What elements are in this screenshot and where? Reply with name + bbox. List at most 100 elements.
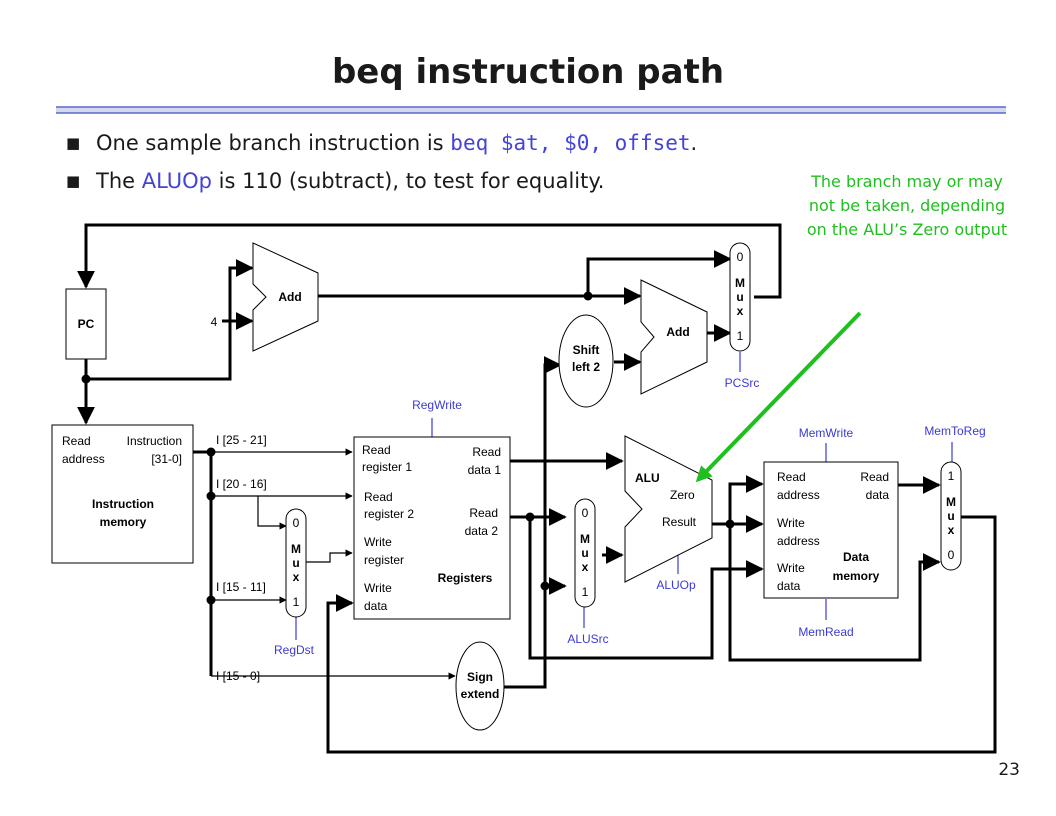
reg-write-reg-label-1: Write: [364, 535, 392, 549]
reg-read-reg2-label-1: Read: [364, 490, 393, 504]
ctl-regwrite-label: RegWrite: [412, 398, 462, 412]
registers-name: Registers: [438, 571, 493, 585]
bullet-1: ■ One sample branch instruction is beq $a…: [66, 131, 697, 155]
ctl-memwrite-label: MemWrite: [799, 426, 854, 440]
slide-title: beq instruction path: [331, 52, 725, 92]
bullet-2-text-before: The: [96, 169, 142, 193]
imem-read-label-1: Read: [62, 434, 91, 448]
mux-regdst-input-1: 1: [293, 595, 300, 609]
mux-pcsrc: 0 M u x 1: [729, 242, 751, 352]
bullet-1-text-after: .: [690, 131, 698, 155]
dmem-write-address-label-2: address: [777, 534, 820, 548]
sign-extend-label-2: extend: [461, 687, 500, 701]
reg-read-reg1-label-2: register 1: [362, 460, 412, 474]
ctl-alusrc-label: ALUSrc: [567, 632, 608, 646]
shift-label-1: Shift: [573, 343, 600, 357]
bullet-1-text-before: One sample branch instruction is: [96, 131, 451, 155]
bullet-square-icon: ■: [66, 172, 81, 190]
pc-adder-label: Add: [278, 290, 301, 304]
ctl-aluop-label: ALUOp: [656, 578, 696, 592]
pc-label: PC: [78, 317, 95, 331]
sign-extend-label-1: Sign: [467, 670, 493, 684]
wire-rt-mux: [257, 496, 287, 530]
mux-alusrc-input-0: 0: [582, 506, 589, 520]
wire-writeback: [326, 515, 997, 754]
mux-pcsrc-input-1: 1: [737, 329, 744, 343]
mux-pcsrc-letter-m: M: [735, 276, 745, 290]
dmem-name-2: memory: [833, 569, 880, 583]
wire-sign-extend-out: [503, 577, 567, 689]
branch-callout: The branch may or may not be taken, depe…: [806, 172, 1008, 239]
field-rd-label: I [15 - 11]: [216, 580, 266, 594]
imem-instruction-label-1: Instruction: [127, 434, 182, 448]
page-number: 23: [998, 760, 1020, 780]
branch-adder: Add: [640, 279, 708, 395]
ctl-memread-label: MemRead: [798, 625, 853, 639]
dmem-read-address-label-2: address: [777, 488, 820, 502]
bullet-2-keyword: ALUOp: [141, 169, 212, 193]
mux-alusrc-input-1: 1: [582, 585, 589, 599]
mux-memtoreg: 1 M u x 0: [940, 461, 962, 571]
wire-pc-plus-4-mux: [586, 250, 732, 296]
reg-read-data2-label-2: data 2: [465, 524, 499, 538]
register-file: Read register 1 Read register 2 Write re…: [353, 436, 511, 620]
reg-read-data1-label-1: Read: [472, 445, 501, 459]
data-memory: Read address Write address Write data Re…: [763, 461, 899, 599]
dmem-write-address-label-1: Write: [777, 516, 805, 530]
field-imm-label: I [15 - 0]: [216, 669, 260, 683]
wire-write-reg: [306, 549, 353, 563]
mux-regdst-letter-u: u: [292, 556, 299, 570]
dmem-write-data-label-2: data: [777, 579, 801, 593]
mux-memtoreg-letter-x: x: [948, 523, 955, 537]
wire-sign-extend-shift: [543, 356, 562, 586]
mux-regdst-letter-x: x: [293, 570, 300, 584]
dmem-read-data-label-1: Read: [860, 470, 889, 484]
pc-adder: Add: [252, 242, 319, 352]
dmem-read-data-label-2: data: [866, 488, 890, 502]
wire-alu-result-addr: [728, 475, 764, 524]
alu-result-label: Result: [662, 515, 697, 529]
reg-read-reg2-label-2: register 2: [364, 507, 414, 521]
wire-pc-to-adder: [86, 259, 254, 381]
alu-zero-label: Zero: [670, 488, 695, 502]
mux-alusrc: 0 M u x 1: [574, 498, 596, 608]
callout-arrow: [695, 311, 862, 483]
bullet-2-text-after: is 110 (subtract), to test for equality.: [211, 169, 605, 193]
imem-read-label-2: address: [62, 452, 105, 466]
pc-register: PC: [65, 288, 107, 360]
mux-regdst-letter-m: M: [291, 542, 301, 556]
constant-four: 4: [211, 315, 218, 329]
mux-alusrc-letter-u: u: [581, 546, 588, 560]
imem-name-1: Instruction: [92, 497, 154, 511]
dmem-write-data-label-1: Write: [777, 561, 805, 575]
reg-read-reg1-label-1: Read: [362, 443, 391, 457]
reg-write-data-label-2: data: [364, 599, 388, 613]
mux-alusrc-letter-m: M: [580, 532, 590, 546]
mux-pcsrc-letter-u: u: [736, 290, 743, 304]
mux-memtoreg-input-1: 1: [948, 469, 955, 483]
imem-name-2: memory: [100, 515, 147, 529]
shift-label-2: left 2: [572, 360, 600, 374]
mux-alusrc-letter-x: x: [582, 560, 589, 574]
title-rule: [56, 106, 1006, 114]
bullet-1-code: beq $at, $0, offset: [450, 131, 691, 155]
wire-next-pc: [77, 223, 782, 299]
bullet-square-icon: ■: [66, 134, 81, 152]
reg-read-data2-label-1: Read: [469, 506, 498, 520]
branch-adder-label: Add: [666, 325, 689, 339]
mux-pcsrc-letter-x: x: [737, 304, 744, 318]
imem-instruction-label-2: [31-0]: [151, 452, 182, 466]
alu: ALU Zero Result: [624, 435, 713, 583]
mux-regdst: 0 M u x 1: [285, 508, 307, 618]
mux-memtoreg-letter-u: u: [947, 509, 954, 523]
ctl-memtoreg-label: MemToReg: [924, 424, 985, 438]
field-rs-label: I [25 - 21]: [216, 433, 267, 447]
junction-dots: [81, 291, 735, 605]
shift-left-2: Shift left 2: [558, 314, 614, 408]
reg-write-reg-label-2: register: [364, 553, 404, 567]
wire-alu-bypass: [728, 524, 941, 662]
instruction-memory: Read address Instruction [31-0] Instruct…: [51, 424, 194, 564]
bullet-2: ■ The ALUOp is 110 (subtract), to test fo…: [66, 169, 604, 193]
